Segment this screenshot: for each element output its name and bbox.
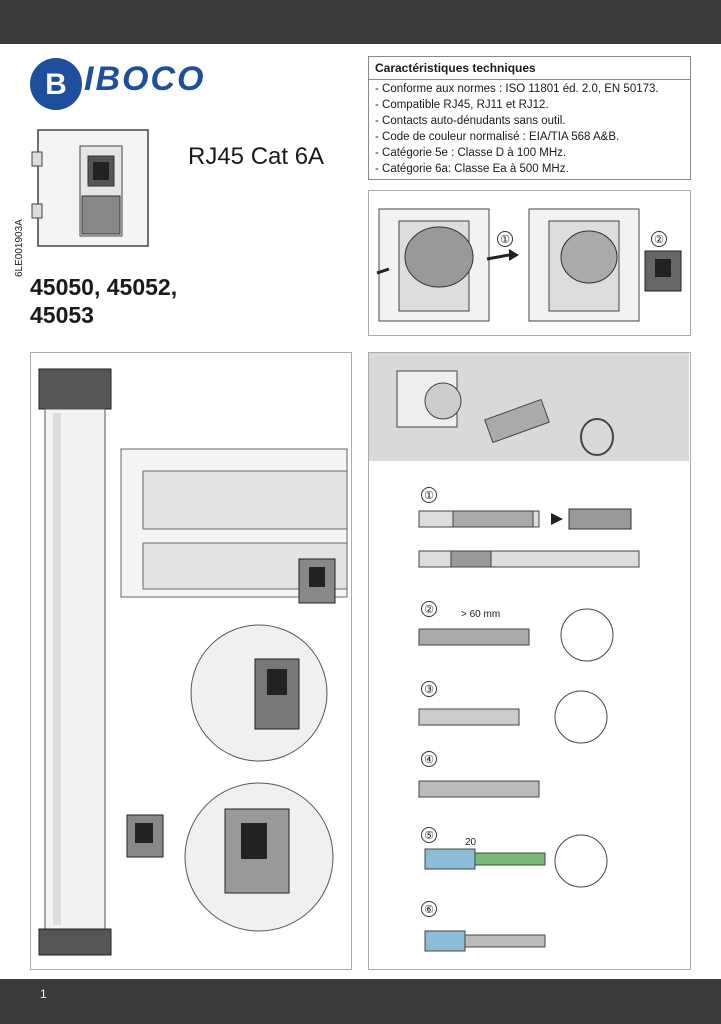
spec-line: - Conforme aux normes : ISO 11801 éd. 2.… (375, 83, 659, 95)
product-references-line-1: 45050, 45052, (30, 274, 178, 300)
cable-step-5: ⑤ (421, 827, 437, 843)
trunking-installation-panel (30, 352, 352, 970)
brand-logo-letter: B (45, 68, 67, 101)
spec-line: - Compatible RJ45, RJ11 et RJ12. (375, 99, 549, 111)
spec-line: - Catégorie 6a: Classe Ea à 500 MHz. (375, 163, 569, 175)
bottom-bar (0, 979, 721, 1024)
cable-preparation-panel: ① ② ③ ④ ⑤ ⑥ > 60 mm 20 (368, 352, 691, 970)
cable-step-1: ① (421, 487, 437, 503)
wire-length-label: 20 (465, 837, 477, 848)
spec-line: - Catégorie 5e : Classe D à 100 MHz. (375, 147, 567, 159)
spec-line: - Code de couleur normalisé : EIA/TIA 56… (375, 131, 620, 143)
product-references-line-2: 45053 (30, 302, 94, 328)
top-bar (0, 0, 721, 44)
brand-name: IBOCO (84, 60, 206, 98)
removal-illustration-panel: ① ② (368, 190, 691, 336)
page-number: 1 (40, 987, 47, 1001)
cable-steps-drawing (418, 508, 640, 952)
product-title: RJ45 Cat 6A (188, 143, 325, 170)
brand-logo-icon: B (30, 58, 82, 110)
technical-specs-box: Caractéristiques techniques - Conforme a… (368, 56, 691, 180)
cable-step-3: ③ (421, 681, 437, 697)
specs-divider (369, 79, 690, 80)
cable-step-4: ④ (421, 751, 437, 767)
cable-step-6: ⑥ (421, 901, 437, 917)
module-removal-drawing (376, 208, 682, 322)
accessories-header (369, 353, 689, 461)
removal-step-2: ② (651, 231, 667, 247)
document-code: 6LE001903A (14, 219, 25, 277)
specs-title: Caractéristiques techniques (375, 61, 536, 75)
brand-logo: B (28, 56, 248, 116)
spec-line: - Contacts auto-dénudants sans outil. (375, 115, 566, 127)
strip-length-label: > 60 mm (461, 609, 501, 620)
product-module-image (31, 129, 149, 247)
removal-step-1: ① (497, 231, 513, 247)
trunking-installation-drawing (38, 368, 348, 956)
cable-step-2: ② (421, 601, 437, 617)
